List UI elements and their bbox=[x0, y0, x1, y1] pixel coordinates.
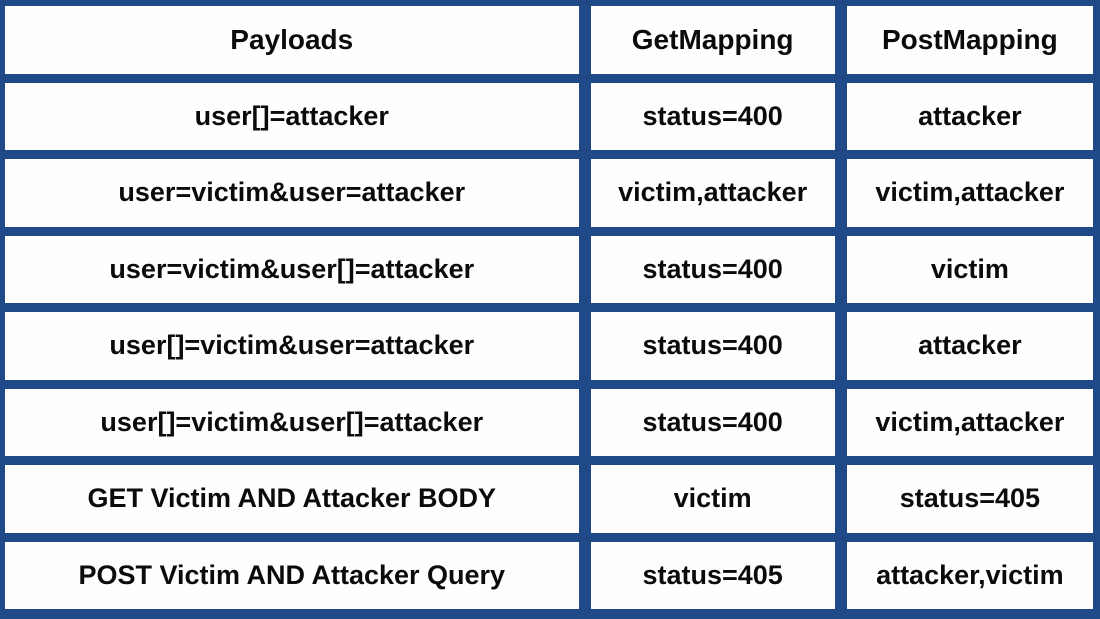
getmapping-result-cell: status=400 bbox=[590, 312, 835, 380]
getmapping-result-cell: status=400 bbox=[590, 82, 835, 150]
getmapping-result-cell: status=405 bbox=[590, 541, 835, 609]
postmapping-result-cell: victim,attacker bbox=[846, 388, 1093, 456]
column-header-getmapping: GetMapping bbox=[590, 6, 835, 74]
payload-cell: user=victim&user=attacker bbox=[5, 159, 579, 227]
getmapping-result-cell: status=400 bbox=[590, 388, 835, 456]
column-header-payloads: Payloads bbox=[5, 6, 579, 74]
column-header-postmapping: PostMapping bbox=[846, 6, 1093, 74]
postmapping-result-cell: attacker,victim bbox=[846, 541, 1093, 609]
getmapping-result-cell: status=400 bbox=[590, 235, 835, 303]
postmapping-result-cell: victim,attacker bbox=[846, 159, 1093, 227]
getmapping-result-cell: victim,attacker bbox=[590, 159, 835, 227]
payload-cell: GET Victim AND Attacker BODY bbox=[5, 465, 579, 533]
postmapping-result-cell: victim bbox=[846, 235, 1093, 303]
postmapping-result-cell: attacker bbox=[846, 82, 1093, 150]
payload-cell: POST Victim AND Attacker Query bbox=[5, 541, 579, 609]
getmapping-result-cell: victim bbox=[590, 465, 835, 533]
payload-cell: user[]=victim&user=attacker bbox=[5, 312, 579, 380]
payload-cell: user[]=victim&user[]=attacker bbox=[5, 388, 579, 456]
payload-cell: user=victim&user[]=attacker bbox=[5, 235, 579, 303]
payload-cell: user[]=attacker bbox=[5, 82, 579, 150]
postmapping-result-cell: attacker bbox=[846, 312, 1093, 380]
postmapping-result-cell: status=405 bbox=[846, 465, 1093, 533]
